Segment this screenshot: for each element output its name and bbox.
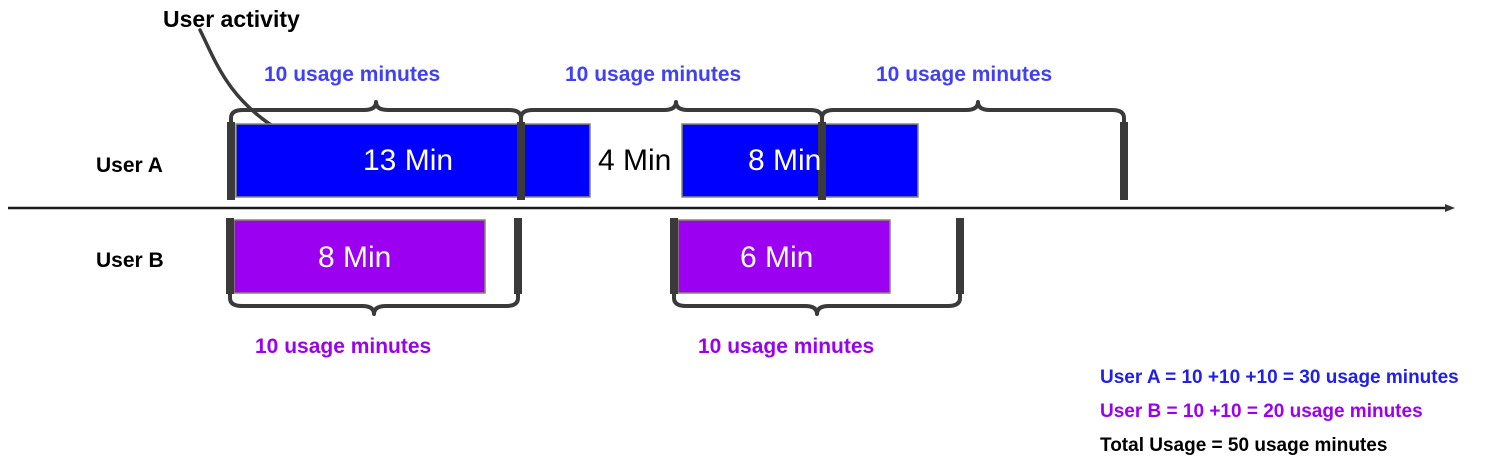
user-b-bar-1 [233, 219, 486, 294]
legend-user-a-total: User A = 10 +10 +10 = 30 usage minutes [1100, 367, 1459, 388]
user-a-bar-2 [681, 123, 919, 198]
user-a-bar-1 [235, 123, 591, 198]
user-a-brace-label-3: 10 usage minutes [876, 63, 1053, 86]
legend-total-usage: Total Usage = 50 usage minutes [1100, 435, 1388, 456]
user-b-bar-2 [677, 219, 891, 294]
row-label-user-a: User A [96, 154, 163, 177]
user-a-gap-1-value: 4 Min [598, 144, 672, 177]
user-a-bar-2-value: 8 Min [748, 144, 822, 177]
user-a-bar-1-value: 13 Min [363, 144, 454, 177]
user-b-bar-1-value: 8 Min [318, 241, 392, 274]
user-b-bar-2-value: 6 Min [740, 241, 814, 274]
user-a-brace-2 [519, 100, 824, 124]
user-a-brace-label-2: 10 usage minutes [565, 63, 742, 86]
legend-user-b-total: User B = 10 +10 = 20 usage minutes [1100, 401, 1423, 422]
user-a-brace-3 [820, 100, 1126, 124]
user-b-brace-1 [228, 292, 520, 316]
user-b-brace-label-2: 10 usage minutes [698, 335, 875, 358]
user-a-brace-label-1: 10 usage minutes [264, 63, 441, 86]
row-label-user-b: User B [96, 249, 164, 272]
user-b-brace-2 [672, 292, 962, 316]
user-activity-callout-arrow [198, 28, 290, 137]
user-activity-callout-label: User activity [163, 6, 300, 32]
user-a-brace-1 [229, 100, 523, 124]
user-b-brace-label-1: 10 usage minutes [255, 335, 432, 358]
